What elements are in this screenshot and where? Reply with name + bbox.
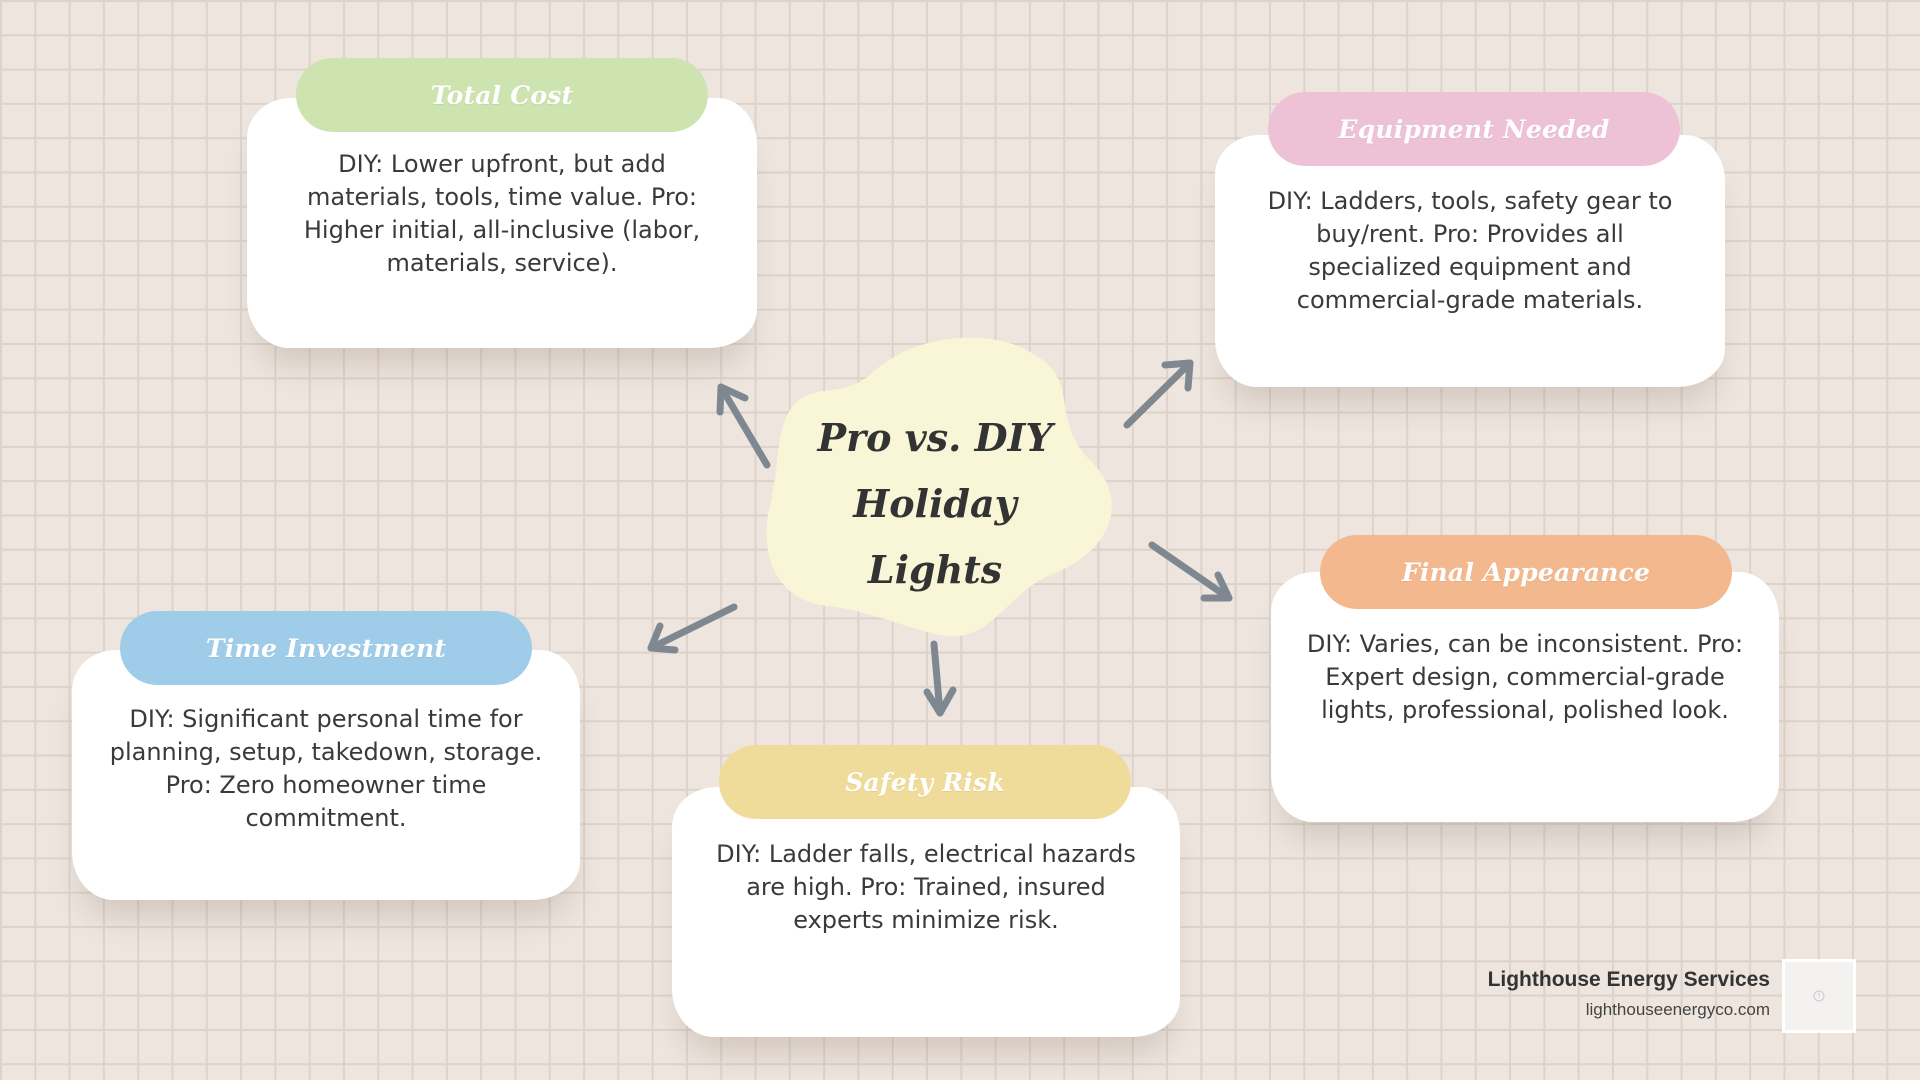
card-final-appearance-title: Final Appearance (1320, 535, 1732, 609)
card-safety-risk-text: DIY: Ladder falls, electrical hazards ar… (716, 840, 1136, 934)
card-total-cost: DIY: Lower upfront, but add materials, t… (247, 98, 757, 348)
card-time-investment-title: Time Investment (120, 611, 532, 685)
arrow-to-safety-risk (923, 640, 957, 717)
center-title: Pro vs. DIY Holiday Lights (800, 405, 1070, 603)
brand-url[interactable]: lighthouseenergyco.com (1585, 1000, 1770, 1019)
arrow-to-final-appearance (1148, 541, 1233, 602)
arrow-to-equipment-needed (1123, 359, 1194, 429)
card-equipment-needed: DIY: Ladders, tools, safety gear to buy/… (1215, 135, 1725, 387)
card-safety-risk-title: Safety Risk (719, 745, 1131, 819)
card-time-investment-text: DIY: Significant personal time for plann… (109, 705, 543, 832)
center-blob-shape (766, 337, 1112, 637)
card-equipment-needed-title: Equipment Needed (1268, 92, 1680, 166)
logo-mark-icon (1813, 990, 1825, 1002)
logo-icon (1782, 959, 1856, 1033)
brand-block: Lighthouse Energy Services lighthouseene… (1488, 968, 1770, 1020)
card-equipment-needed-text: DIY: Ladders, tools, safety gear to buy/… (1267, 187, 1673, 314)
arrow-to-time-investment (647, 603, 738, 654)
card-safety-risk: DIY: Ladder falls, electrical hazards ar… (672, 787, 1180, 1037)
center-title-line2: Holiday Lights (853, 481, 1017, 592)
card-final-appearance: DIY: Varies, can be inconsistent. Pro: E… (1271, 572, 1779, 822)
arrow-to-total-cost (716, 383, 771, 469)
card-total-cost-text: DIY: Lower upfront, but add materials, t… (303, 150, 701, 277)
card-total-cost-title: Total Cost (296, 58, 708, 132)
card-final-appearance-text: DIY: Varies, can be inconsistent. Pro: E… (1306, 630, 1744, 724)
center-blob (766, 337, 1112, 637)
card-time-investment: DIY: Significant personal time for plann… (72, 650, 580, 900)
brand-name: Lighthouse Energy Services (1487, 968, 1770, 991)
center-title-line1: Pro vs. DIY (817, 415, 1053, 460)
